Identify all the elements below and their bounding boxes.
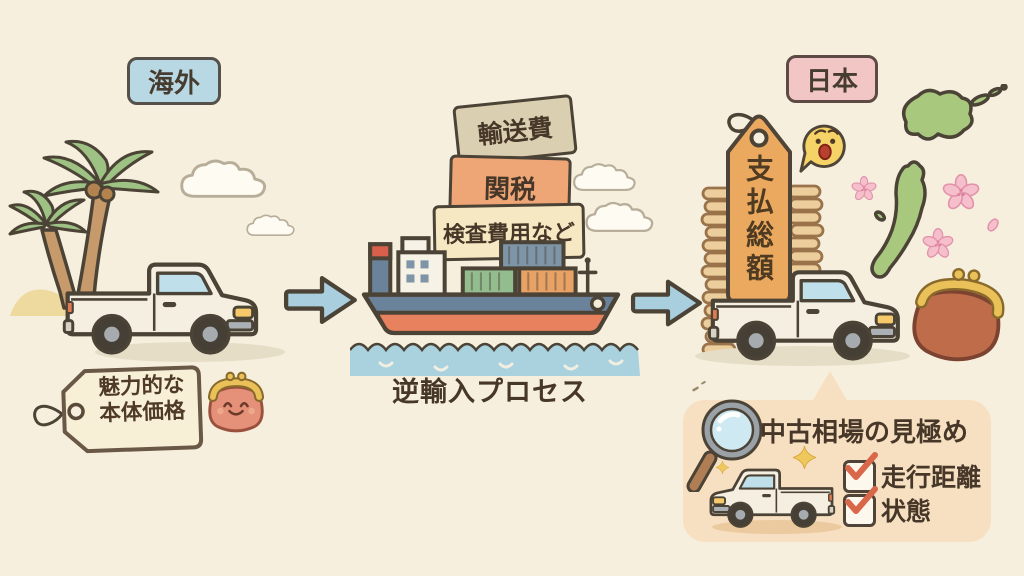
total-payment-tag-text: 支払総額 xyxy=(742,154,775,286)
attractive-price-tag-text: 魅力的な 本体価格 xyxy=(87,372,197,428)
cherry-blossom-icon xyxy=(851,176,877,202)
checkmark-icon xyxy=(845,452,878,480)
pickup-truck-overseas-icon xyxy=(52,246,270,358)
petal-icon xyxy=(987,218,999,232)
sea-waves-icon xyxy=(350,342,640,376)
sparkle-icon xyxy=(716,461,729,474)
sparkle-icon xyxy=(793,446,816,469)
checkbox-condition xyxy=(843,486,878,527)
pickup-truck-japan-icon xyxy=(697,254,912,364)
truck-shadow xyxy=(95,342,285,362)
coin-purse-icon xyxy=(912,267,1005,362)
checklist-item-mileage: 走行距離 xyxy=(881,463,982,492)
callout-title: 中古相場の見極め xyxy=(760,418,969,448)
arrow-right-icon xyxy=(630,270,706,336)
japan-label: 日本 xyxy=(786,55,878,103)
surprised-face-icon xyxy=(799,124,846,173)
cherry-blossom-icon xyxy=(942,174,980,212)
magnifying-glass-icon xyxy=(686,399,763,492)
cloud-icon xyxy=(180,159,267,198)
checkbox-mileage xyxy=(843,452,878,493)
overseas-label: 海外 xyxy=(127,57,221,105)
checklist-item-condition: 状態 xyxy=(881,497,932,526)
smiling-coin-purse-icon xyxy=(207,371,265,433)
cargo-ship-icon xyxy=(361,236,621,336)
price-tag-icon xyxy=(33,365,204,454)
japan-map-icon xyxy=(870,84,1008,279)
cloud-icon xyxy=(246,214,295,236)
cloud-icon xyxy=(573,163,636,191)
ink-specks xyxy=(692,381,706,392)
tag-line-1: 魅力的な xyxy=(98,372,185,401)
process-caption: 逆輸入プロセス xyxy=(392,377,588,408)
tag-line-2: 本体価格 xyxy=(99,398,186,427)
checkmark-icon xyxy=(845,486,878,514)
callout-pointer xyxy=(812,371,848,402)
cherry-blossom-icon xyxy=(922,228,954,260)
